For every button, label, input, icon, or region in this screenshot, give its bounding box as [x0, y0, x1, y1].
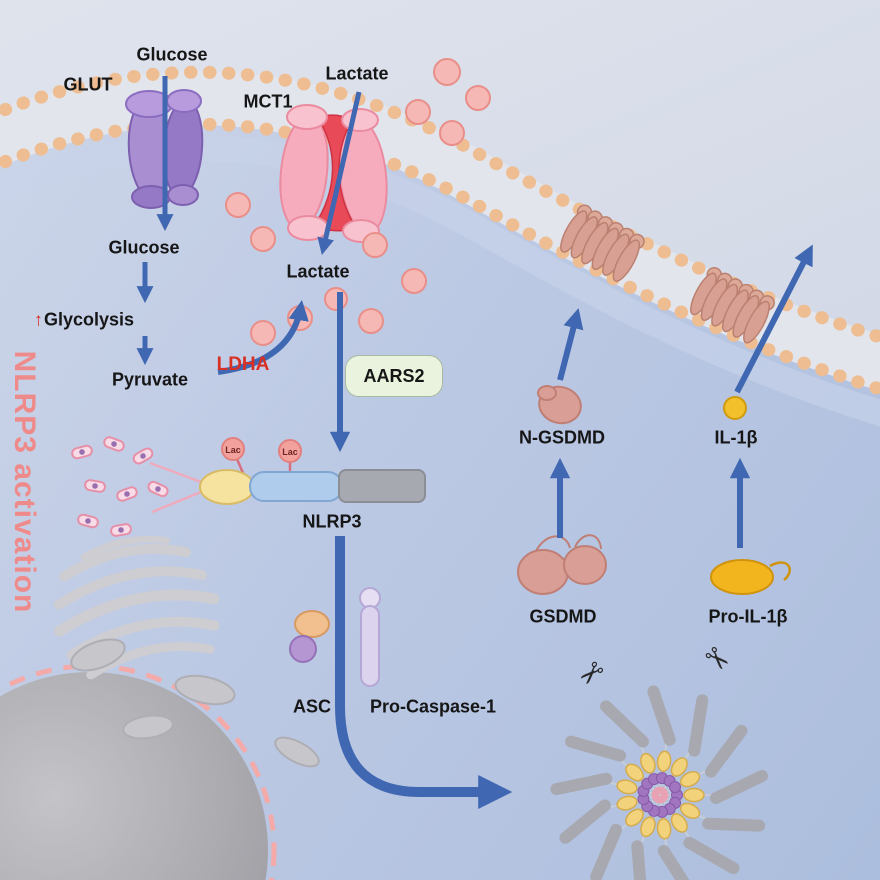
mct1-influx-arrow: [317, 91, 362, 255]
asc-protein: [289, 610, 330, 663]
nlrp3-protein: Lac Lac: [199, 437, 426, 505]
inflammasome-unit: [660, 770, 768, 804]
vesicle-cluster: [71, 436, 202, 537]
lac-tag-label: Lac: [282, 447, 298, 457]
nucleus: [0, 663, 277, 880]
lactate-molecules: [225, 58, 491, 346]
nlrp3-activation-label: NLRP3 activation: [8, 350, 41, 614]
n-gsdmd-protein: [537, 385, 582, 425]
ngsdmd-to-pore-arrow: [557, 308, 584, 381]
aars2-label: AARS2: [363, 365, 425, 386]
inflammasome-unit: [659, 724, 748, 797]
pro-caspase-1-protein: [359, 587, 381, 687]
nlrp3-to-inflammasome-arrow: [335, 536, 513, 810]
lac-tag-circle: [278, 439, 302, 463]
mct1-transporter-shape: [279, 104, 388, 243]
golgi-apparatus: [53, 535, 220, 680]
inflammasome-complex: [550, 685, 768, 880]
il1b-secretion-arrow: [734, 244, 813, 394]
glut-transporter-shape: [125, 89, 204, 209]
pro-il1b-protein: [710, 559, 791, 595]
inflammasome-unit: [600, 700, 663, 796]
lac-tag-label: Lac: [225, 445, 241, 455]
mitochondria: [70, 638, 320, 768]
ldha-arrow: [217, 299, 309, 375]
il1b-molecule: [723, 396, 747, 420]
inflammasome-unit: [658, 694, 709, 796]
pathway-arrows: [136, 76, 813, 810]
aars2-badge: AARS2: [345, 355, 443, 397]
gsdmd-pore: [560, 204, 645, 282]
gsdmd-protein: [517, 534, 607, 595]
lac-tag-circle: [221, 437, 245, 461]
inflammasome-unit: [656, 794, 698, 880]
il1b-exit-pore: [690, 266, 775, 344]
